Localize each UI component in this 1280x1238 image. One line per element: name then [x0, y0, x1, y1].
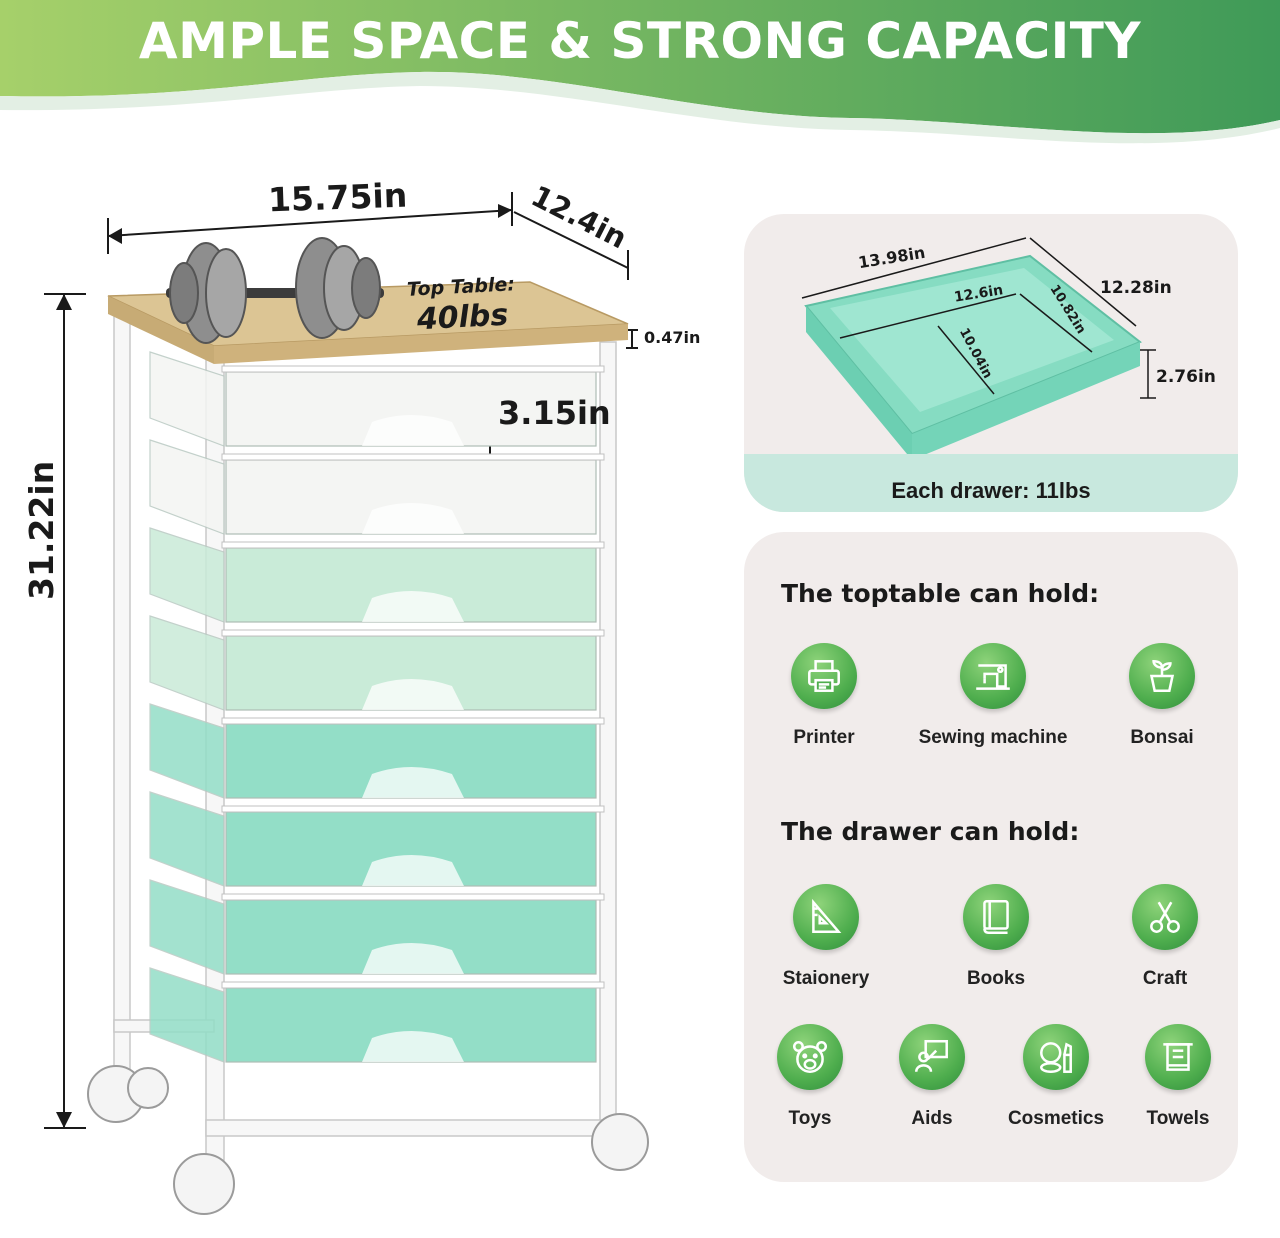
drawer-4	[149, 615, 605, 711]
towel-icon	[1145, 1024, 1211, 1090]
header-banner: AMPLE SPACE & STRONG CAPACITY	[0, 0, 1280, 160]
drawer-item-craft: Craft	[1090, 884, 1240, 990]
header-wave-background	[0, 0, 1280, 144]
item-label: Staionery	[782, 968, 870, 989]
item-label: Bonsai	[1130, 727, 1194, 748]
cosmetics-icon	[1023, 1024, 1089, 1090]
item-label: Craft	[1142, 968, 1188, 989]
sewing-machine-icon	[960, 643, 1026, 709]
top-thickness-dimension: 0.47in	[644, 328, 701, 347]
scissors-icon	[1132, 884, 1198, 950]
drawer-section-title: The drawer can hold:	[781, 817, 1080, 849]
toptable-item-bonsai: Bonsai	[1087, 643, 1237, 749]
headline: AMPLE SPACE & STRONG CAPACITY	[138, 12, 1142, 70]
dumbbell	[166, 237, 384, 344]
bonsai-icon	[1129, 643, 1195, 709]
item-label: Sewing machine	[918, 727, 1068, 748]
drawer-item-toys: Toys	[735, 1024, 885, 1130]
drawer-8	[149, 967, 605, 1063]
book-icon	[963, 884, 1029, 950]
item-label: Printer	[793, 727, 855, 748]
drawer-5	[149, 703, 605, 799]
drawer-capacity-caption: Each drawer: 11lbs	[891, 478, 1091, 503]
toptable-item-sewing-machine: Sewing machine	[918, 643, 1068, 749]
stationery-icon	[793, 884, 859, 950]
item-label: Books	[966, 968, 1026, 989]
drawer-1	[149, 351, 605, 447]
toptable-section-title: The toptable can hold:	[781, 579, 1100, 611]
height-dimension: 31.22in	[22, 460, 61, 600]
top-load-value: 40lbs	[416, 297, 510, 338]
drawer-item-towels: Towels	[1103, 1024, 1253, 1130]
drawer-6	[149, 791, 605, 887]
tray-outer-depth: 12.28in	[1100, 278, 1172, 298]
item-label: Towels	[1146, 1108, 1210, 1129]
item-label: Aids	[911, 1108, 953, 1129]
top-load-label: Top Table:	[406, 273, 516, 301]
drawer-item-aids: Aids	[857, 1024, 1007, 1130]
drawers	[149, 351, 605, 1063]
teddy-bear-icon	[777, 1024, 843, 1090]
drawer-item-cosmetics: Cosmetics	[981, 1024, 1131, 1130]
top-load-callout: Top Table: 40lbs	[407, 273, 518, 338]
item-label: Toys	[788, 1108, 832, 1129]
teaching-aids-icon	[899, 1024, 965, 1090]
cart-drawing	[44, 192, 649, 1215]
toptable-item-printer: Printer	[749, 643, 899, 749]
drawer-3	[149, 527, 605, 623]
tray-drawing	[744, 237, 1238, 512]
printer-icon	[791, 643, 857, 709]
drawer-item-stationery: Staionery	[751, 884, 901, 990]
drawer-spec-panel: Each drawer: 11lbs	[744, 214, 1238, 512]
drawer-title-text: The drawer can hold:	[781, 817, 1080, 846]
tray-height: 2.76in	[1156, 367, 1216, 387]
drawer-item-books: Books	[921, 884, 1071, 990]
drawer-7	[149, 879, 605, 975]
drawer-2	[149, 439, 605, 535]
item-label: Cosmetics	[1007, 1108, 1105, 1129]
toptable-title-text: The toptable can hold:	[781, 579, 1100, 608]
width-dimension: 15.75in	[267, 175, 408, 220]
drawer-height-dimension: 3.15in	[498, 394, 611, 432]
product-illustration: 15.75in 12.4in 31.22in 0.47in 3.15in Top…	[0, 160, 720, 1238]
